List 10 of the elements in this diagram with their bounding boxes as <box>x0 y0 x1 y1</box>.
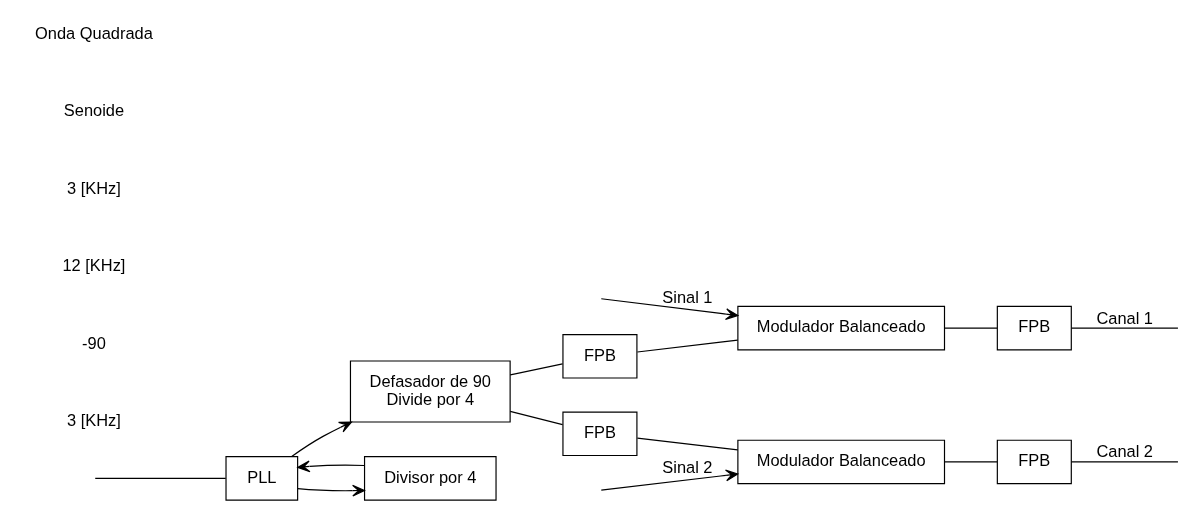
label: -90 <box>81 333 106 352</box>
edge-label: Canal 1 <box>1095 308 1153 327</box>
edge-label: Canal 2 <box>1095 442 1153 461</box>
edge-label: Sinal 2 <box>661 457 713 476</box>
label: 12 [KHz] <box>61 256 125 275</box>
label: Onda Quadrada <box>34 23 153 42</box>
label: 3 [KHz] <box>66 178 121 197</box>
label: 3 [KHz] <box>66 411 121 430</box>
edge-label: Sinal 1 <box>661 287 713 306</box>
label: Senoide <box>63 101 124 120</box>
